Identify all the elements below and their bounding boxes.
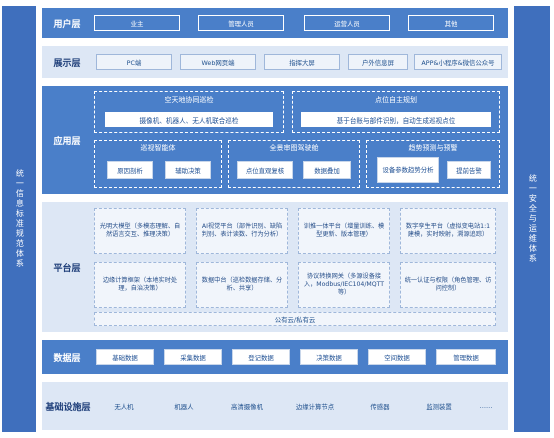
user-item-other: 其他 (408, 15, 494, 31)
trend-title: 趋势预测与预警 (408, 144, 458, 152)
display-item-app: APP&小程序&微信公众号 (414, 54, 502, 70)
display-item-pc: PC端 (96, 54, 172, 70)
data-layer-label: 数据层 (53, 353, 81, 364)
infra-item-monitor-device: 监测装置 (426, 402, 452, 411)
platform-auth: 统一认证与权限（角色管理、访问控制） (400, 262, 496, 308)
platform-ai-vision: AI视觉平台（部件识别、缺陷判别、表计读数、行为分析） (196, 208, 288, 254)
platform-llm: 光明大模型（多模态理解、自然语言交互、推理决策） (94, 208, 186, 254)
auto-plan-item: 基于台账与部件识别，自动生成巡视点位 (301, 112, 491, 127)
standard-spec-system-label: 统一信息标准规范体系 (15, 169, 25, 269)
display-item-outdoor-screen: 户外信息屏 (348, 54, 408, 70)
infra-item-hd-camera: 高清摄像机 (231, 402, 263, 411)
trend-item-analysis: 设备参数趋势分析 (377, 157, 439, 183)
space-patrol-title: 空天地协同巡检 (164, 96, 214, 104)
infrastructure-layer-label: 基础设施层 (45, 402, 91, 413)
platform-digital-twin: 数字孪生平台（虚拟变电站1:1建模，实时映射，溯源追踪） (400, 208, 496, 254)
platform-layer: 平台层 光明大模型（多模态理解、自然语言交互、推理决策） AI视觉平台（部件识别… (42, 202, 508, 332)
infra-item-sensor: 传感器 (370, 402, 390, 411)
data-item-spatial: 空间数据 (368, 349, 426, 365)
data-item-basic: 基础数据 (96, 349, 154, 365)
scene-twin-item-review: 点位直观复核 (237, 161, 293, 179)
display-item-command-screen: 指挥大屏 (264, 54, 340, 70)
scene-twin-title: 全景审图驾驶舱 (269, 144, 319, 152)
data-item-collected: 采集数据 (164, 349, 222, 365)
smart-body-item-cause: 原因剖析 (107, 161, 153, 179)
user-item-operator: 运营人员 (304, 15, 390, 31)
user-item-owner: 业主 (94, 15, 180, 31)
data-item-registered: 登记数据 (232, 349, 290, 365)
display-layer: 展示层 PC端 Web网页端 指挥大屏 户外信息屏 APP&小程序&微信公众号 (42, 46, 508, 78)
platform-cloud: 公有云/私有云 (94, 312, 496, 326)
data-item-management: 管理数据 (436, 349, 496, 365)
data-layer: 数据层 基础数据 采集数据 登记数据 决策数据 空间数据 管理数据 (42, 340, 508, 374)
platform-data-hub: 数据中台（巡检数据存储、分析、共享） (196, 262, 288, 308)
scene-twin-item-overlay: 数据叠加 (303, 161, 351, 179)
scene-twin-panel: 全景审图驾驶舱 点位直观复核 数据叠加 (228, 140, 360, 188)
platform-edge-computing: 边缘计算框架（本地实时处理，自治决策） (94, 262, 186, 308)
infra-item-more: …… (479, 402, 493, 410)
user-item-manager: 管理人员 (198, 15, 284, 31)
smart-body-panel: 巡视智能体 原因剖析 辅助决策 (94, 140, 222, 188)
security-ops-system-label: 统一安全与运维体系 (528, 174, 538, 264)
application-layer: 应用层 空天地协同巡检 摄像机、机器人、无人机联合巡检 点位自主规划 基于台账与… (42, 86, 508, 194)
auto-plan-panel: 点位自主规划 基于台账与部件识别，自动生成巡视点位 (292, 91, 500, 133)
infra-item-drone: 无人机 (114, 402, 134, 411)
platform-protocol-gateway: 协议转换网关（多源设备接入，Modbus/IEC104/MQTT等） (298, 262, 390, 308)
standard-spec-system-bar: 统一信息标准规范体系 (2, 6, 36, 432)
platform-train-infer: 训推一体平台（增量训练、模型更新、版本管理） (298, 208, 390, 254)
data-item-decision: 决策数据 (300, 349, 358, 365)
application-layer-label: 应用层 (53, 136, 81, 147)
smart-body-item-decision: 辅助决策 (165, 161, 211, 179)
trend-item-alarm: 提前告警 (447, 161, 491, 179)
security-ops-system-bar: 统一安全与运维体系 (514, 6, 550, 432)
smart-body-title: 巡视智能体 (140, 144, 176, 152)
user-layer: 用户层 业主 管理人员 运营人员 其他 (42, 8, 508, 38)
platform-layer-label: 平台层 (53, 263, 81, 274)
auto-plan-title: 点位自主规划 (375, 96, 417, 104)
infra-item-robot: 机器人 (174, 402, 194, 411)
space-patrol-item: 摄像机、机器人、无人机联合巡检 (105, 112, 273, 127)
space-patrol-panel: 空天地协同巡检 摄像机、机器人、无人机联合巡检 (94, 91, 284, 133)
display-item-web: Web网页端 (180, 54, 256, 70)
trend-panel: 趋势预测与预警 设备参数趋势分析 提前告警 (366, 140, 500, 188)
infrastructure-layer: 基础设施层 无人机 机器人 高清摄像机 边缘计算节点 传感器 监测装置 …… (42, 382, 508, 430)
user-layer-label: 用户层 (53, 19, 81, 30)
display-layer-label: 展示层 (53, 58, 81, 69)
infra-item-edge-node: 边缘计算节点 (295, 402, 335, 411)
